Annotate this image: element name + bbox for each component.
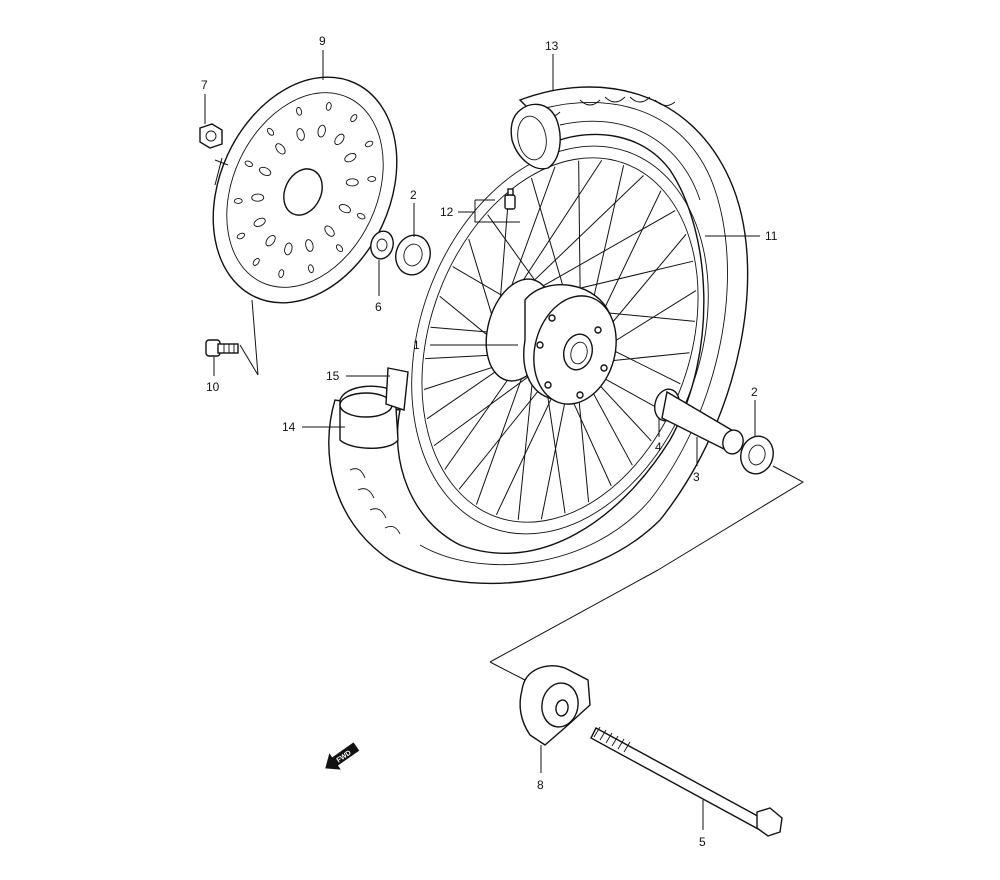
axle-bolt	[590, 726, 783, 837]
disc-slot	[296, 128, 305, 141]
disc-slot	[338, 204, 351, 214]
brake-disc	[212, 76, 398, 304]
disc-slot	[236, 232, 246, 240]
callout-7: 7	[201, 78, 208, 92]
disc-slot	[265, 234, 276, 247]
callout-15: 15	[326, 369, 340, 383]
spoke	[518, 210, 676, 301]
disc-slot	[284, 242, 293, 256]
disc-slot	[350, 114, 358, 123]
disc-slot	[345, 178, 359, 187]
nut	[199, 123, 223, 149]
fwd-arrow-icon: FWD	[325, 742, 360, 770]
disc-slot	[251, 193, 265, 202]
disc-slot	[367, 176, 377, 182]
disc-slot	[266, 127, 275, 136]
disc-slot	[335, 244, 344, 253]
callout-2-lower: 2	[751, 385, 758, 399]
disc-slot	[253, 217, 266, 227]
disc-slot	[305, 239, 314, 252]
callout-10: 10	[206, 380, 220, 394]
callout-14: 14	[282, 420, 296, 434]
callout-6: 6	[375, 300, 382, 314]
disc-slot	[275, 143, 286, 155]
hub	[485, 278, 617, 405]
speedometer-gearbox	[519, 665, 591, 746]
callout-9: 9	[319, 34, 326, 48]
disc-slot	[334, 133, 345, 146]
tire	[328, 86, 749, 585]
rim	[411, 145, 709, 535]
disc-slot	[307, 264, 314, 274]
bearing	[395, 234, 431, 276]
callout-4: 4	[655, 440, 662, 454]
rim-band	[339, 385, 399, 449]
disc-slot	[325, 102, 332, 111]
callout-13: 13	[545, 39, 559, 53]
callout-8: 8	[537, 778, 544, 792]
disc-slot	[344, 153, 357, 163]
callouts: 1 2 2 3 4 5 6 7 8 9 10 11 12	[201, 34, 778, 849]
disc-slot	[233, 198, 243, 204]
disc-slot	[296, 106, 303, 116]
callout-11: 11	[765, 229, 778, 243]
disc-slot	[364, 140, 374, 148]
spoke	[475, 357, 530, 505]
tube	[510, 103, 561, 170]
callout-1: 1	[413, 338, 420, 352]
bearing-lower	[740, 435, 774, 475]
callout-3: 3	[693, 470, 700, 484]
disc-slot	[324, 225, 335, 237]
disc-slot	[278, 269, 285, 278]
collar	[370, 230, 394, 260]
callout-2-upper: 2	[410, 188, 417, 202]
rim-band-clip	[385, 367, 409, 411]
disc-slot	[252, 257, 260, 266]
disc-slot	[244, 160, 254, 168]
disc-slot	[259, 166, 272, 176]
guide-lines	[214, 157, 805, 681]
fwd-label: FWD	[336, 750, 353, 765]
callout-12: 12	[440, 205, 454, 219]
callout-5: 5	[699, 835, 706, 849]
disc-bolt	[205, 339, 239, 357]
valve	[504, 188, 516, 210]
axle-spacer	[661, 390, 744, 455]
disc-slot	[317, 124, 326, 138]
disc-slot	[356, 212, 366, 220]
